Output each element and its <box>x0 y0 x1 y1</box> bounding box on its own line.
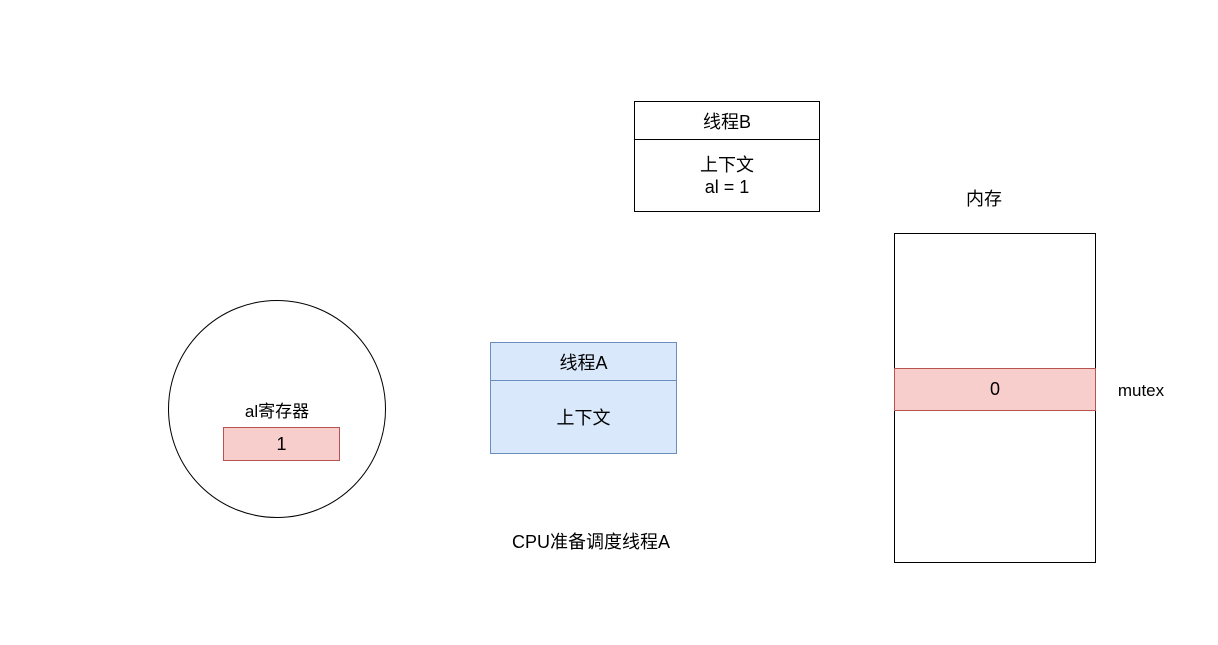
diagram-caption: CPU准备调度线程A <box>511 532 670 552</box>
register-label: al寄存器 <box>244 401 310 421</box>
thread-b-context: 上下文 al = 1 <box>635 140 819 211</box>
thread-a-title: 线程A <box>491 343 676 381</box>
mutex-value-cell: 0 <box>894 368 1096 411</box>
memory-label: 内存 <box>966 189 1002 209</box>
thread-a-box: 线程A 上下文 <box>490 342 677 454</box>
register-value-cell: 1 <box>223 427 340 461</box>
thread-a-context-label: 上下文 <box>556 408 611 428</box>
thread-b-title: 线程B <box>635 102 819 140</box>
cpu-register-circle <box>168 300 386 518</box>
thread-b-context-value: al = 1 <box>704 176 750 197</box>
thread-b-box: 线程B 上下文 al = 1 <box>634 101 820 212</box>
thread-b-context-label: 上下文 <box>700 154 754 175</box>
mutex-label: mutex <box>1117 381 1165 400</box>
